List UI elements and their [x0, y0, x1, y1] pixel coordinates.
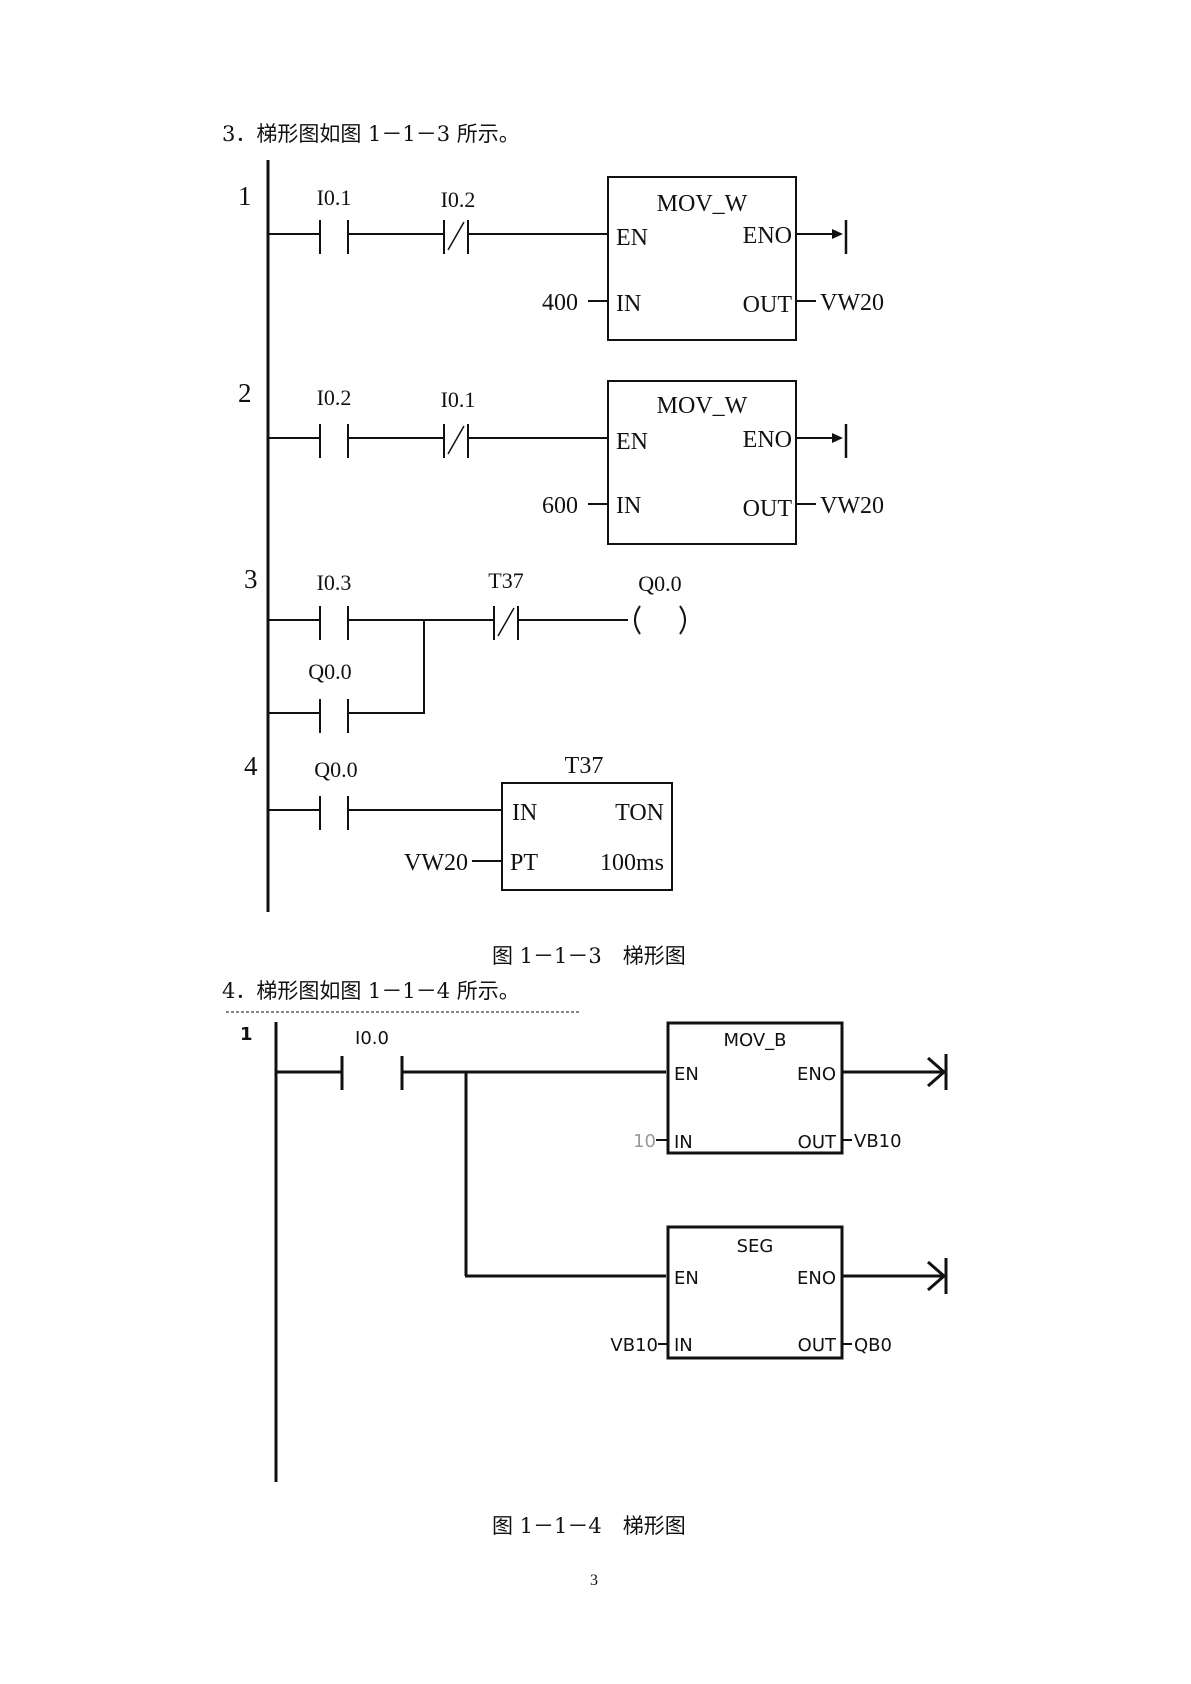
arrow-icon [832, 229, 843, 239]
rung-1: 1 I0.1 I0.2 MOV_W EN ENO IN OUT [238, 176, 884, 341]
in-value: VB10 [610, 1335, 658, 1356]
in-value: 400 [542, 290, 578, 316]
rung-3: 3 I0.3 T37 Q0.0 [244, 564, 686, 733]
no-contact [319, 220, 349, 254]
nc-contact [493, 606, 519, 640]
pin-en: EN [616, 429, 648, 455]
figure-caption-1-1-4: 图 1－1－4 梯形图 [492, 1514, 686, 1538]
pin-out: OUT [798, 1335, 837, 1356]
contact-label: I0.1 [441, 387, 476, 412]
contact-label: I0.2 [317, 385, 352, 410]
pin-en: EN [616, 225, 648, 251]
pin-out: OUT [743, 496, 793, 522]
pin-eno: ENO [743, 427, 792, 453]
coil [634, 605, 686, 635]
mov-b-box: MOV_B EN ENO IN OUT [666, 1021, 844, 1155]
no-contact [319, 796, 349, 830]
ton-timer-box: T37 IN TON PT 100ms [501, 753, 673, 891]
contact-label: I0.2 [441, 187, 476, 212]
rung-number: 4 [244, 751, 258, 781]
pin-in: IN [616, 493, 641, 519]
pin-out: OUT [743, 292, 793, 318]
pin-eno: ENO [797, 1064, 836, 1085]
heading-section-4: 4．梯形图如图 1－1－4 所示。 [222, 979, 520, 1003]
nc-contact [443, 424, 469, 458]
contact-label: Q0.0 [308, 659, 351, 684]
contact-label: I0.1 [317, 185, 352, 210]
out-value: VW20 [820, 493, 884, 519]
mov-w-box: MOV_W EN ENO IN OUT [607, 380, 797, 545]
pin-eno: ENO [797, 1268, 836, 1289]
mov-w-box: MOV_W EN ENO IN OUT [607, 176, 797, 341]
contact-label: T37 [488, 568, 523, 593]
no-contact [319, 606, 349, 640]
pin-pt: PT [510, 850, 538, 876]
page-number: 3 [590, 1572, 598, 1589]
timer-resolution: 100ms [600, 850, 664, 876]
rung-end-arrow-icon [927, 1258, 948, 1294]
rung-end-arrow-icon [927, 1054, 948, 1090]
coil-label: Q0.0 [638, 571, 681, 596]
timer-name: T37 [565, 753, 604, 779]
no-contact [340, 1056, 404, 1090]
figure-caption-1-1-3: 图 1－1－3 梯形图 [492, 944, 686, 968]
box-title: MOV_B [723, 1030, 786, 1051]
rung-number: 1 [240, 1024, 253, 1045]
out-value: QB0 [854, 1335, 892, 1356]
rung-number: 3 [244, 564, 258, 594]
heading-section-3: 3．梯形图如图 1－1－3 所示。 [222, 122, 520, 146]
in-value: 10 [633, 1131, 656, 1152]
no-contact [319, 424, 349, 458]
pin-in: IN [616, 291, 641, 317]
nc-contact [443, 220, 469, 254]
rung-number: 2 [238, 378, 252, 408]
pin-in: IN [674, 1132, 693, 1153]
rung-2: 2 I0.2 I0.1 MOV_W EN ENO IN OUT [238, 378, 884, 545]
pt-value: VW20 [404, 850, 468, 876]
box-title: SEG [737, 1236, 774, 1257]
in-value: 600 [542, 493, 578, 519]
arrow-icon [832, 433, 843, 443]
out-value: VB10 [854, 1131, 902, 1152]
box-title: MOV_W [657, 191, 748, 217]
box-title: MOV_W [657, 393, 748, 419]
contact-label: I0.3 [317, 570, 352, 595]
pin-in: IN [512, 800, 537, 826]
ladder-diagram-1-1-3: 1 I0.1 I0.2 MOV_W EN ENO IN OUT [238, 160, 884, 912]
ladder-diagram-1-1-4: 1 I0.0 MOV_B EN ENO IN OUT 10 VB10 [226, 1011, 948, 1482]
rung-number: 1 [238, 181, 252, 211]
pin-en: EN [674, 1064, 699, 1085]
no-contact [319, 699, 349, 733]
pin-in: IN [674, 1335, 693, 1356]
seg-box: SEG EN ENO IN OUT [666, 1225, 844, 1360]
contact-label: I0.0 [355, 1028, 389, 1049]
contact-label: Q0.0 [314, 757, 357, 782]
pin-en: EN [674, 1268, 699, 1289]
pin-out: OUT [798, 1132, 837, 1153]
rung-4: 4 Q0.0 T37 IN TON PT 100ms VW20 [244, 751, 673, 891]
pin-eno: ENO [743, 223, 792, 249]
out-value: VW20 [820, 290, 884, 316]
timer-type: TON [615, 800, 664, 826]
